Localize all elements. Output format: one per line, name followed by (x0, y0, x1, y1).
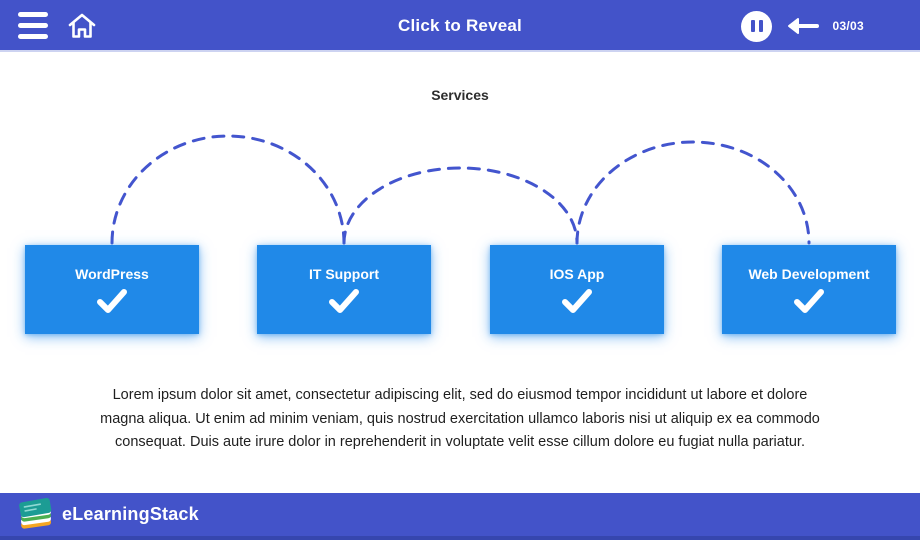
service-card-ios-app[interactable]: IOS App (490, 245, 664, 334)
brand-logo[interactable]: eLearningStack (16, 497, 199, 533)
brand-name: eLearningStack (62, 504, 199, 524)
footer-bar: eLearningStack (0, 493, 920, 540)
card-label: IOS App (549, 266, 605, 282)
card-label: Web Development (748, 266, 870, 282)
card-label: IT Support (309, 266, 379, 282)
pause-button[interactable] (741, 10, 773, 42)
logo-stack-icon (19, 497, 52, 529)
pause-icon (758, 20, 763, 32)
arc-2 (342, 166, 579, 245)
section-heading: Services (431, 87, 489, 103)
description-paragraph: Lorem ipsum dolor sit amet, consectetur … (100, 387, 820, 450)
pause-icon (750, 20, 755, 32)
header-controls: 03/03 (741, 0, 864, 52)
back-arrow-icon[interactable] (785, 17, 820, 35)
service-card-web-development[interactable]: Web Development (722, 245, 896, 334)
hamburger-menu-icon[interactable] (18, 12, 48, 39)
arc-3 (575, 140, 811, 245)
home-icon[interactable] (66, 10, 98, 42)
slide-counter: 03/03 (832, 19, 864, 33)
arc-1 (110, 134, 346, 245)
check-icon (562, 289, 592, 313)
card-label: WordPress (75, 266, 149, 282)
page-title: Click to Reveal (398, 16, 522, 35)
top-bar: Click to Reveal 03/03 (0, 0, 920, 52)
check-icon (329, 289, 359, 313)
service-card-it-support[interactable]: IT Support (257, 245, 431, 334)
check-icon (794, 289, 824, 313)
service-card-wordpress[interactable]: WordPress (25, 245, 199, 334)
check-icon (97, 289, 127, 313)
